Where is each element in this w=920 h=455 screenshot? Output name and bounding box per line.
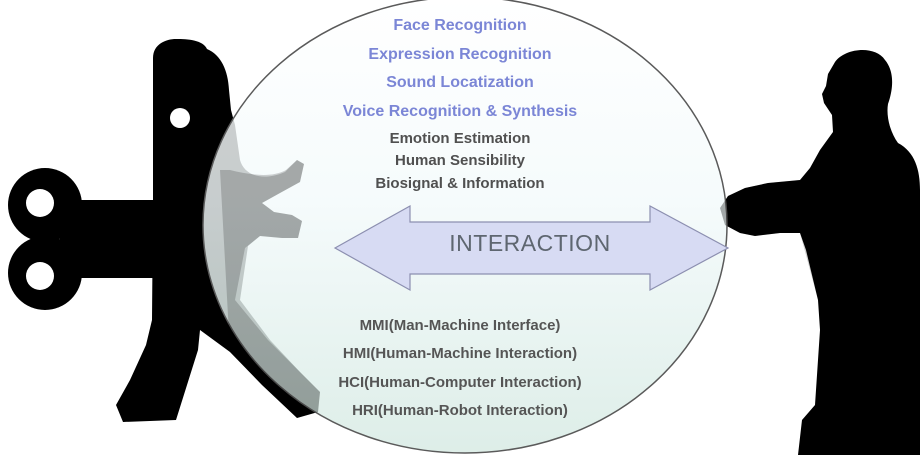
item-voice-recognition-synthesis: Voice Recognition & Synthesis: [342, 103, 578, 120]
item-sound-locatization: Sound Locatization: [386, 74, 534, 91]
key-upper-hole: [26, 189, 54, 217]
windup-key-icon: [8, 168, 156, 310]
item-hri: HRI(Human-Robot Interaction): [352, 402, 568, 419]
item-biosignal-information: Biosignal & Information: [375, 175, 545, 192]
robot-eye: [170, 108, 190, 128]
human-arm-overlay: [720, 132, 845, 300]
robot-arm-overlay: [220, 160, 320, 418]
item-human-sensibility: Human Sensibility: [394, 152, 526, 169]
item-mmi: MMI(Man-Machine Interface): [359, 317, 561, 334]
interaction-label: INTERACTION: [449, 230, 611, 256]
human-body: [720, 50, 920, 455]
key-lower-hole: [26, 262, 54, 290]
item-emotion-estimation: Emotion Estimation: [389, 130, 531, 147]
item-face-recognition: Face Recognition: [393, 17, 527, 34]
item-hci: HCI(Human-Computer Interaction): [338, 374, 582, 391]
item-hmi: HMI(Human-Machine Interaction): [342, 345, 578, 362]
key-shaft: [60, 200, 156, 278]
interaction-arrow-icon: [333, 204, 730, 292]
human-head: [836, 58, 884, 106]
item-expression-recognition: Expression Recognition: [368, 46, 552, 63]
human-silhouette: [720, 50, 920, 455]
